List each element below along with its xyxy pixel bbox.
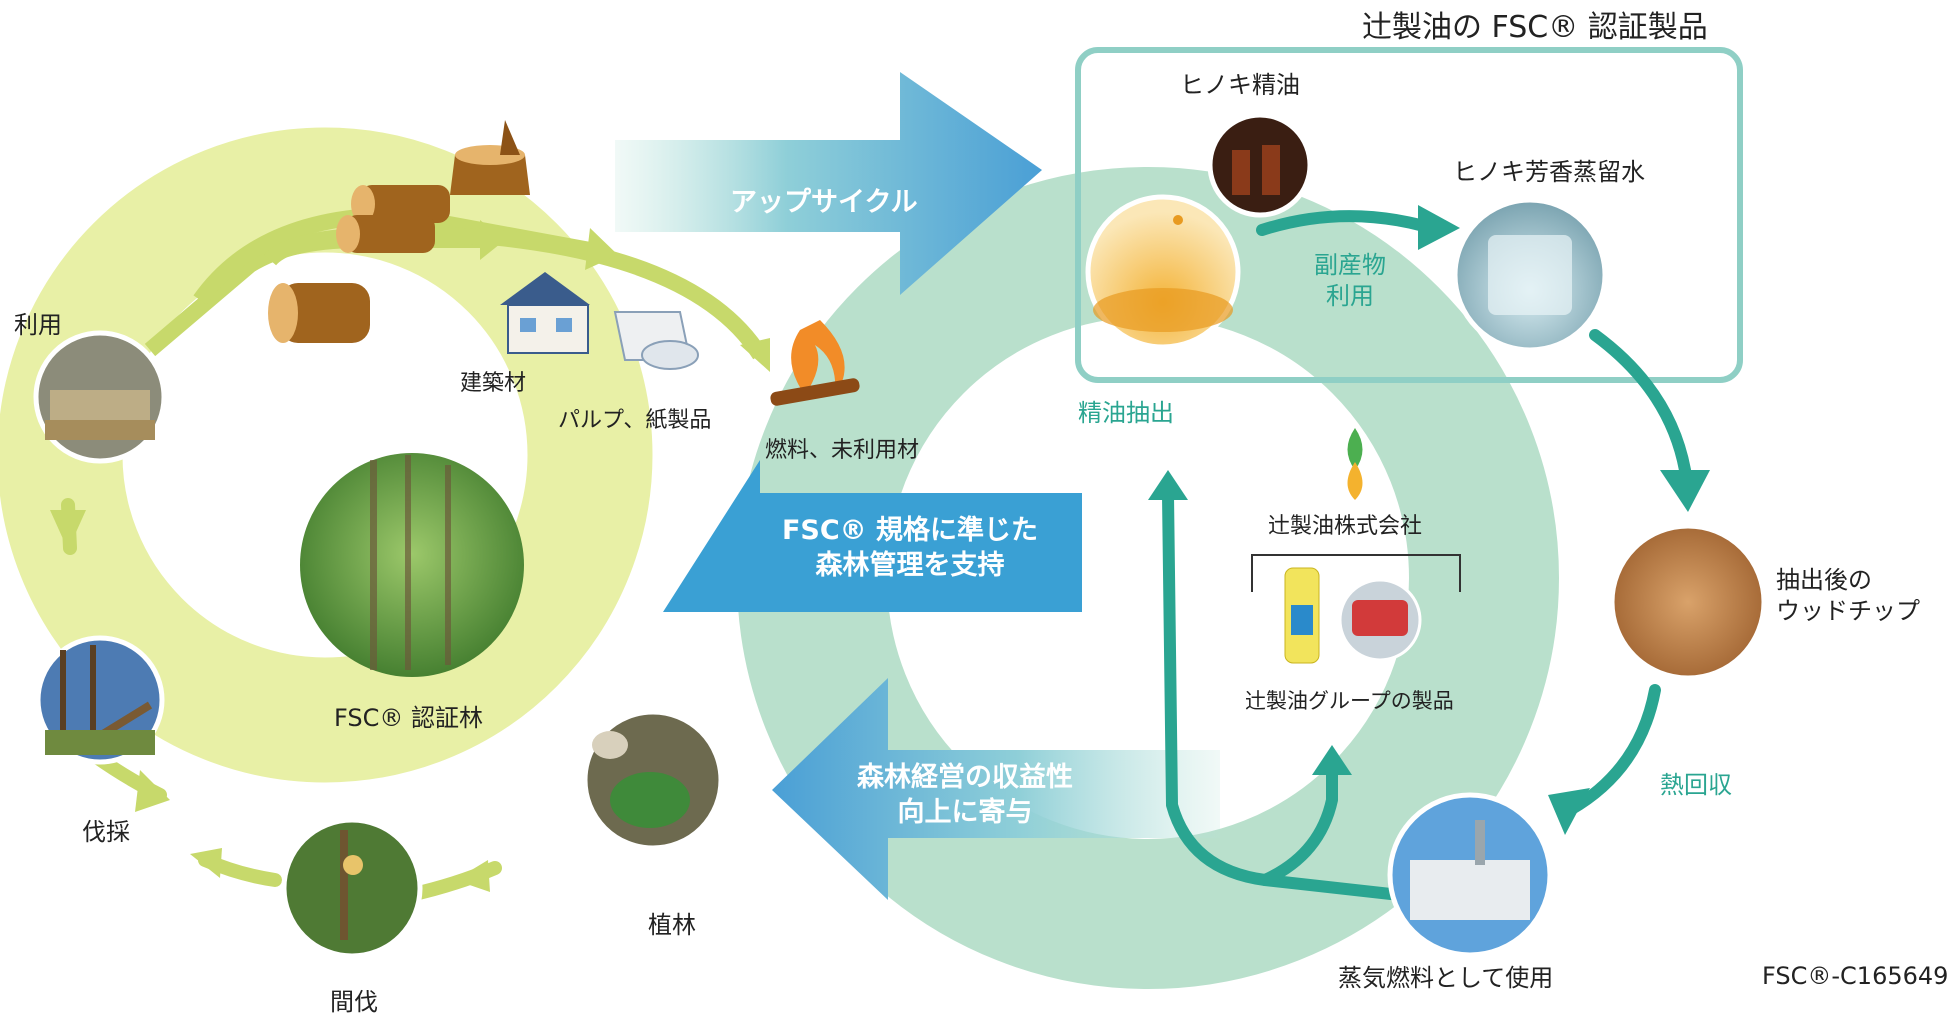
hinoki-water-label: ヒノキ芳香蒸留水 (1453, 158, 1645, 186)
photo-oil-product (1284, 567, 1320, 664)
products-bracket (1251, 554, 1461, 592)
stage-planting-label: 植林 (648, 911, 696, 939)
fsc-forest-label: FSC® 認証林 (334, 704, 484, 732)
profit-arrow (772, 678, 1220, 900)
use-paper-label: パルプ、紙製品 (558, 408, 712, 433)
photo-planting (582, 709, 724, 851)
byproduct-label: 副産物 利用 (1314, 251, 1386, 311)
photo-oil-bottles (1207, 112, 1313, 218)
process-arrows (1162, 210, 1691, 901)
hinoki-oil-label: ヒノキ精油 (1180, 71, 1300, 99)
product-frame (1075, 47, 1743, 383)
photo-food-product (1338, 578, 1422, 662)
photo-distilled-water (1452, 197, 1608, 353)
photo-factory (1387, 792, 1553, 958)
support-label: FSC® 規格に準じた 森林管理を支持 (781, 515, 1039, 582)
stage-felling-label: 伐採 (82, 818, 130, 846)
photo-essential-oil (1085, 194, 1241, 350)
photo-use (33, 330, 167, 464)
stump-icon (450, 120, 530, 195)
use-building-label: 建築材 (460, 371, 527, 396)
house-icon (500, 272, 590, 354)
profit-label: 森林経営の収益性 向上に寄与 (857, 762, 1073, 829)
fire-icon (770, 320, 860, 406)
extraction-label: 精油抽出 (1078, 399, 1174, 427)
steam-fuel-label: 蒸気燃料として使用 (1338, 964, 1554, 992)
group-products-label: 辻製油グループの製品 (1245, 689, 1454, 713)
products-title: 辻製油の FSC® 認証製品 (1362, 10, 1708, 45)
log-icon (268, 185, 450, 343)
upcycle-arrow (615, 72, 1042, 295)
upcycle-label: アップサイクル (730, 187, 918, 218)
photo-forest-center (300, 453, 524, 677)
wood-chips-label: 抽出後の ウッドチップ (1776, 566, 1920, 626)
photo-felling (35, 635, 165, 765)
heat-recovery-label: 熱回収 (1660, 771, 1732, 799)
company-logo-icon (1347, 428, 1363, 500)
paper-icon (613, 311, 699, 370)
support-arrow (663, 460, 1082, 612)
use-fuel-label: 燃料、未利用材 (765, 438, 920, 463)
stage-use-label: 利用 (14, 311, 62, 339)
company-name: 辻製油株式会社 (1268, 514, 1423, 539)
photo-thinning (281, 817, 423, 959)
left-cycle-arrowheads (50, 510, 490, 892)
stage-thinning-label: 間伐 (330, 988, 378, 1016)
fsc-code: FSC®-C165649 (1762, 962, 1949, 990)
left-cycle-ring (0, 127, 653, 783)
photo-wood-chips (1609, 523, 1767, 681)
